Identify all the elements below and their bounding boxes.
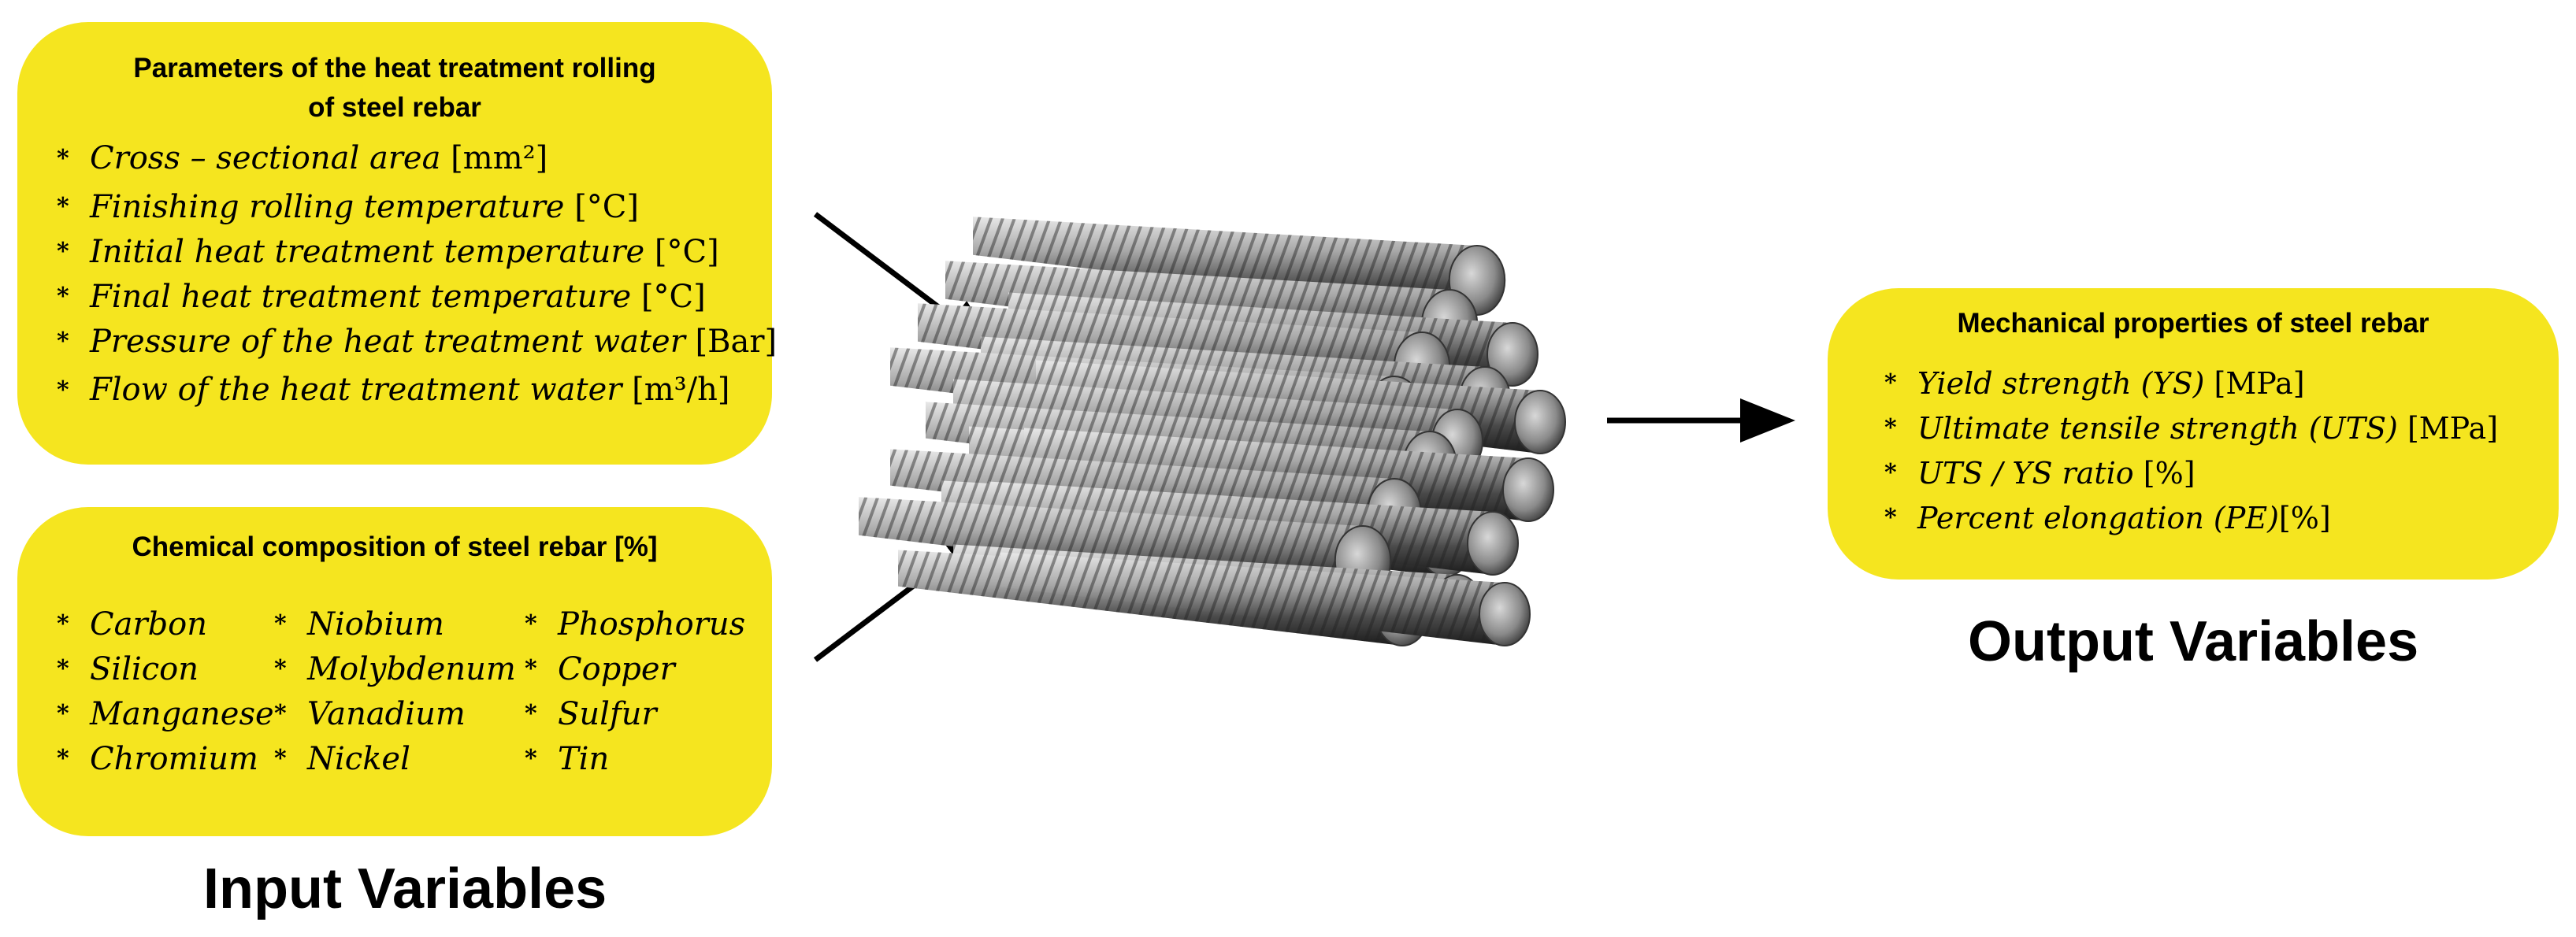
item-unit: [%]	[2143, 455, 2196, 491]
heat-treatment-box-title: Parameters of the heat treatment rolling…	[49, 49, 741, 128]
item-unit: [m³/h]	[632, 372, 730, 408]
item-name: Final heat treatment temperature	[90, 278, 632, 315]
element-name: Vanadium	[307, 695, 466, 732]
chemical-column-1: * Carbon * Silicon * Manganese * Chromium	[57, 602, 274, 781]
bullet-icon: *	[1884, 459, 1897, 487]
bullet-icon: *	[57, 655, 69, 683]
bullet-icon: *	[57, 610, 69, 638]
bullet-icon: *	[274, 700, 287, 728]
list-item: * Cross – sectional area [mm²]	[57, 132, 777, 184]
list-item: * Initial heat treatment temperature [°C]	[57, 229, 777, 274]
item-name: Percent elongation (PE)	[1917, 500, 2279, 535]
list-item: * Sulfur	[525, 691, 745, 736]
item-unit: [Bar]	[695, 323, 778, 360]
bullet-icon: *	[57, 193, 69, 220]
chemical-column-3: * Phosphorus * Copper * Sulfur * Tin	[525, 602, 745, 781]
list-item: * Niobium	[274, 602, 516, 646]
bullet-icon: *	[57, 238, 69, 265]
element-name: Chromium	[90, 740, 258, 777]
heat-treatment-parameters-box: Parameters of the heat treatment rolling…	[17, 22, 777, 465]
element-name: Nickel	[307, 740, 410, 777]
list-item: * Silicon	[57, 646, 274, 691]
item-name: Finishing rolling temperature	[90, 188, 565, 225]
list-item: * Flow of the heat treatment water [m³/h]	[57, 364, 777, 416]
list-item: * Copper	[525, 646, 745, 691]
item-name: Initial heat treatment temperature	[90, 233, 645, 270]
chemical-box-title: Chemical composition of steel rebar [%]	[132, 531, 658, 562]
bullet-icon: *	[525, 700, 537, 728]
list-item: * Pressure of the heat treatment water [B…	[57, 319, 777, 364]
list-item: * Manganese	[57, 691, 274, 736]
element-name: Carbon	[90, 606, 208, 643]
bullet-icon: *	[1884, 504, 1897, 531]
rebar-bundle-image	[859, 217, 1566, 646]
list-item: * Finishing rolling temperature [°C]	[57, 184, 777, 229]
item-name: Pressure of the heat treatment water	[90, 323, 685, 360]
rebar-end	[1467, 511, 1519, 576]
bullet-icon: *	[57, 745, 69, 772]
item-unit: [°C]	[640, 278, 706, 315]
item-unit: [MPa]	[2407, 410, 2499, 446]
list-item: * Phosphorus	[525, 602, 745, 646]
bullet-icon: *	[1884, 369, 1897, 397]
bullet-icon: *	[274, 610, 287, 638]
bullet-icon: *	[274, 655, 287, 683]
list-item: * Molybdenum	[274, 646, 516, 691]
element-name: Sulfur	[558, 695, 657, 732]
bullet-icon: *	[525, 655, 537, 683]
list-item: * Chromium	[57, 736, 274, 781]
item-unit: [MPa]	[2214, 365, 2305, 401]
rebar-end	[1502, 457, 1554, 522]
list-item: * Nickel	[274, 736, 516, 781]
bullet-icon: *	[57, 700, 69, 728]
bullet-icon: *	[57, 144, 69, 172]
element-name: Phosphorus	[558, 606, 746, 643]
chemical-column-2: * Niobium * Molybdenum * Vanadium * Nickel	[274, 602, 516, 781]
input-variables-label: Input Variables	[203, 857, 607, 920]
list-item: * Vanadium	[274, 691, 516, 736]
element-name: Niobium	[307, 606, 444, 643]
list-item: * Final heat treatment temperature [°C]	[57, 274, 777, 319]
element-name: Manganese	[90, 695, 274, 732]
item-unit: [mm²]	[451, 140, 548, 176]
element-name: Copper	[558, 650, 675, 687]
bullet-icon: *	[525, 745, 537, 772]
rebar-end	[1514, 390, 1566, 454]
heat-treatment-box-title-line2: of steel rebar	[308, 92, 481, 123]
bullet-icon: *	[525, 610, 537, 638]
item-unit: [°C]	[654, 233, 719, 270]
output-variables-label: Output Variables	[1968, 610, 2419, 673]
bullet-icon: *	[274, 745, 287, 772]
element-name: Molybdenum	[307, 650, 516, 687]
heat-treatment-items: * Cross – sectional area [mm²] * Finishing…	[57, 132, 777, 416]
element-name: Silicon	[90, 650, 199, 687]
item-name: UTS / YS ratio	[1917, 455, 2134, 491]
heat-treatment-box-title-line1: Parameters of the heat treatment rolling	[133, 53, 656, 83]
list-item: * Carbon	[57, 602, 274, 646]
rebar-end	[1487, 322, 1539, 387]
bullet-icon: *	[57, 376, 69, 404]
rebar-ribs	[1000, 552, 1505, 646]
item-name: Cross – sectional area	[90, 140, 441, 176]
item-name: Ultimate tensile strength (UTS)	[1917, 410, 2398, 446]
item-unit: [°C]	[574, 188, 640, 225]
item-unit: [%]	[2278, 500, 2331, 535]
mechanical-items: * Yield strength (YS) [MPa] * Ultimate ten…	[1884, 361, 2498, 540]
bullet-icon: *	[57, 283, 69, 310]
list-item: * Ultimate tensile strength (UTS) [MPa]	[1884, 406, 2498, 450]
list-item: * UTS / YS ratio [%]	[1884, 450, 2498, 495]
item-name: Flow of the heat treatment water	[90, 372, 622, 408]
list-item: * Yield strength (YS) [MPa]	[1884, 361, 2498, 406]
mechanical-box-title: Mechanical properties of steel rebar	[1957, 308, 2429, 339]
bullet-icon: *	[1884, 414, 1897, 442]
rebar-end	[1479, 582, 1531, 646]
element-name: Tin	[558, 740, 610, 777]
item-name: Yield strength (YS)	[1917, 365, 2205, 401]
list-item: * Percent elongation (PE)[%]	[1884, 495, 2498, 540]
mechanical-properties-box: Mechanical properties of steel rebar * Yi…	[1828, 288, 2559, 580]
list-item: * Tin	[525, 736, 745, 781]
chemical-composition-box: Chemical composition of steel rebar [%] …	[17, 507, 772, 836]
bullet-icon: *	[57, 328, 69, 355]
